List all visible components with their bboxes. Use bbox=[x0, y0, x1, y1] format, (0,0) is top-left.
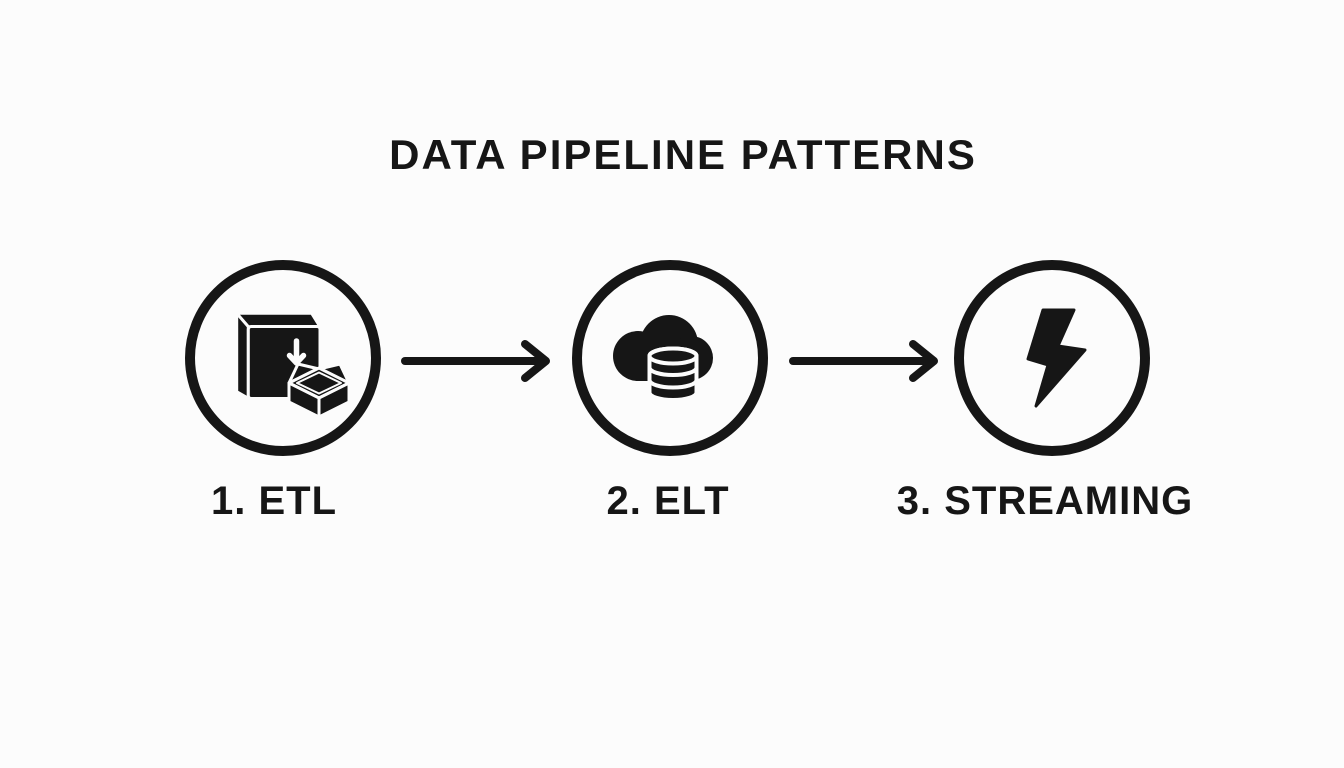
cloud-database-icon bbox=[613, 315, 713, 402]
step-circle-elt bbox=[572, 260, 768, 456]
arrow-icon bbox=[789, 340, 938, 382]
step-circle-streaming bbox=[954, 260, 1150, 456]
step-label-elt: 2. ELT bbox=[606, 479, 730, 523]
arrow-icon bbox=[401, 340, 550, 382]
step-label-etl: 1. ETL bbox=[210, 479, 338, 523]
step-circle-etl bbox=[185, 260, 381, 456]
package-box-icon bbox=[235, 311, 351, 419]
database-icon bbox=[647, 346, 699, 402]
step-label-streaming: 3. STREAMING bbox=[896, 479, 1194, 523]
lightning-bolt-icon bbox=[1026, 308, 1087, 408]
download-arrow-icon bbox=[286, 338, 307, 366]
open-box-icon bbox=[287, 362, 351, 419]
diagram-title: DATA PIPELINE PATTERNS bbox=[389, 131, 977, 178]
